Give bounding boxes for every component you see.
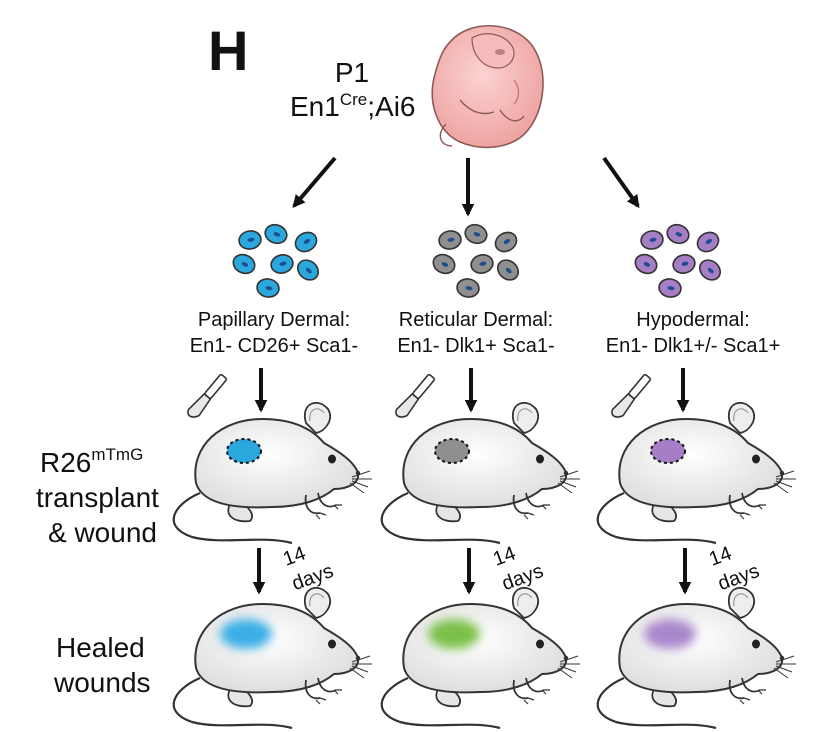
- cell: [264, 223, 288, 245]
- donor-age: P1: [335, 57, 369, 88]
- scalpel-icon: [611, 373, 652, 418]
- cell: [270, 254, 294, 274]
- hypodermal-cell-cluster: [634, 223, 722, 298]
- cell: [294, 231, 318, 253]
- scalpel-icon: [395, 373, 436, 418]
- cell: [296, 259, 320, 281]
- recipient-label-line2: transplant: [36, 482, 159, 513]
- cell: [672, 254, 696, 274]
- cell: [470, 254, 494, 274]
- wound-graft-site: [650, 438, 686, 464]
- recipient-mouse: [596, 401, 798, 545]
- cell: [438, 230, 462, 250]
- papillary-cell-cluster: [232, 223, 320, 298]
- cell: [640, 230, 664, 250]
- cell: [456, 278, 480, 298]
- population-name: Reticular Dermal:: [399, 309, 553, 331]
- healed-wound-patch: [428, 619, 480, 649]
- cell: [432, 253, 456, 275]
- recipient-mouse: [380, 401, 582, 545]
- donor-genotype: En1Cre;Ai6: [290, 90, 415, 122]
- healed-mouse: [380, 586, 582, 730]
- healed-mouse: [596, 586, 798, 730]
- wound-graft-site: [226, 438, 262, 464]
- wound-graft-site: [434, 438, 470, 464]
- duration-label: 14 days: [280, 542, 336, 595]
- recipient-label: R26mTmG: [40, 445, 143, 478]
- cell: [238, 230, 262, 250]
- healed-wound-patch: [220, 619, 272, 649]
- cell: [232, 253, 256, 275]
- arrow-to-hypodermal: [602, 156, 640, 209]
- cell: [496, 259, 520, 281]
- recipient-mouse: [172, 401, 374, 545]
- cell: [698, 259, 722, 281]
- svg-text:14: 14: [706, 542, 734, 570]
- cell: [658, 278, 682, 298]
- population-markers: En1- CD26+ Sca1-: [190, 335, 358, 357]
- cell: [256, 278, 280, 298]
- population-markers: En1- Dlk1+/- Sca1+: [606, 335, 781, 357]
- outcome-label-line1: Healed: [56, 632, 145, 663]
- population-name: Hypodermal:: [636, 309, 749, 331]
- outcome-label-line2: wounds: [53, 667, 151, 698]
- cell: [634, 253, 658, 275]
- healed-wound-patch: [644, 619, 696, 649]
- healed-mouse: [172, 586, 374, 730]
- population-markers: En1- Dlk1+ Sca1-: [397, 335, 554, 357]
- panel-letter: H: [208, 19, 248, 82]
- duration-label: 14 days: [706, 542, 762, 595]
- scalpel-icon: [187, 373, 228, 418]
- cell: [494, 231, 518, 253]
- neonatal-pup-illustration: [431, 24, 544, 149]
- population-name: Papillary Dermal:: [198, 309, 350, 331]
- cell: [666, 223, 690, 245]
- duration-label: 14 days: [490, 542, 546, 595]
- arrow-to-papillary: [292, 156, 337, 208]
- reticular-cell-cluster: [432, 223, 520, 298]
- svg-text:14: 14: [280, 542, 308, 570]
- svg-text:14: 14: [490, 542, 518, 570]
- recipient-label-line3: & wound: [48, 517, 157, 548]
- cell: [696, 231, 720, 253]
- cell: [464, 223, 488, 245]
